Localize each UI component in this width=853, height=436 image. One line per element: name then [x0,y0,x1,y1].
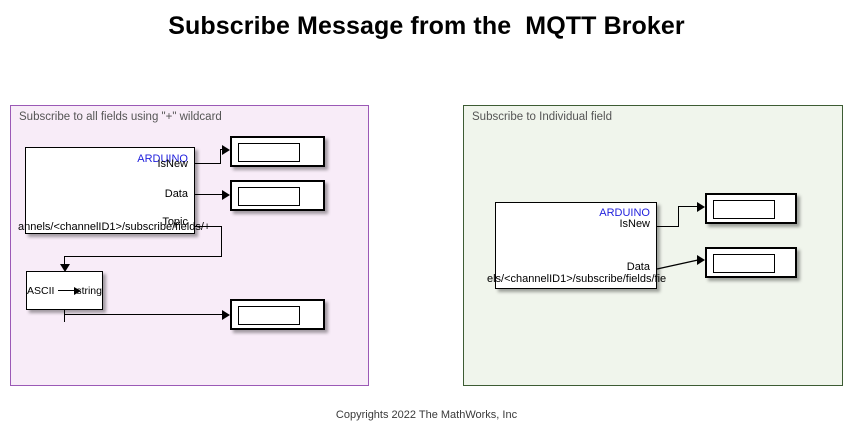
port-label-data-right: Data [626,261,650,273]
wire-isnew-right-v [678,206,680,227]
wire-data-left [195,194,225,196]
ascii-right-label: string [76,284,102,297]
display-block-isnew-left[interactable] [230,136,325,167]
wire-isnew-right-h2 [678,206,700,208]
ascii-left-label: ASCII [27,284,55,297]
arrowhead-data-right [697,255,705,265]
topic-string-right: els/<channelID1>/subscribe/fields/fie [487,273,667,285]
port-label-isnew-left: IsNew [157,158,188,170]
arrowhead-isnew-right [697,201,705,212]
display-value-data-left [238,187,300,206]
display-value-isnew-left [238,143,300,162]
port-label-data-left: Data [164,188,188,200]
display-value-data-right [713,254,775,273]
wire-ascii-out-v [64,310,66,322]
arrowhead-isnew-left [222,144,230,155]
display-block-data-left[interactable] [230,180,325,211]
wire-topic-seg-h2 [64,256,221,258]
wire-data-right [656,259,699,270]
page-title: Subscribe Message from the MQTT Broker [168,12,685,40]
display-value-isnew-right [713,200,775,219]
arrowhead-topic-into-ascii [60,264,71,272]
right-arrow-icon [58,286,82,295]
wire-topic-seg-v2 [64,256,66,266]
wire-topic-seg-v1 [220,226,222,257]
mqtt-subscribe-block-wildcard[interactable] [25,147,195,234]
arrowhead-data-left [222,189,230,200]
wire-isnew-right-h1 [657,226,679,228]
port-label-isnew-right: IsNew [619,218,650,230]
wire-isnew-seg-v [220,149,222,164]
panel-label-individual: Subscribe to Individual field [472,111,612,123]
wire-ascii-out-h [64,314,226,316]
port-label-topic-left: Topic [162,216,188,228]
display-block-data-right[interactable] [705,247,797,278]
arrowhead-ascii-out [222,310,230,320]
mqtt-subscribe-block-individual[interactable] [495,202,657,289]
display-value-topic-left [238,306,300,325]
topic-string-left: annels/<channelID1>/subscribe/fields/+ [18,221,211,233]
display-block-topic-left[interactable] [230,299,325,330]
display-block-isnew-right[interactable] [705,193,797,224]
ascii-block-text: ASCII string [27,272,102,309]
arduino-brand-label-left: ARDUINO [137,153,188,165]
ascii-to-string-block[interactable]: ASCII string [26,271,103,310]
panel-label-wildcard: Subscribe to all fields using "+" wildca… [19,111,222,123]
arduino-brand-label-right: ARDUINO [599,207,650,219]
wire-isnew-seg-h1 [195,163,221,165]
copyright-notice: Copyrights 2022 The MathWorks, Inc [335,409,518,421]
wire-topic-seg-h1 [195,226,222,228]
